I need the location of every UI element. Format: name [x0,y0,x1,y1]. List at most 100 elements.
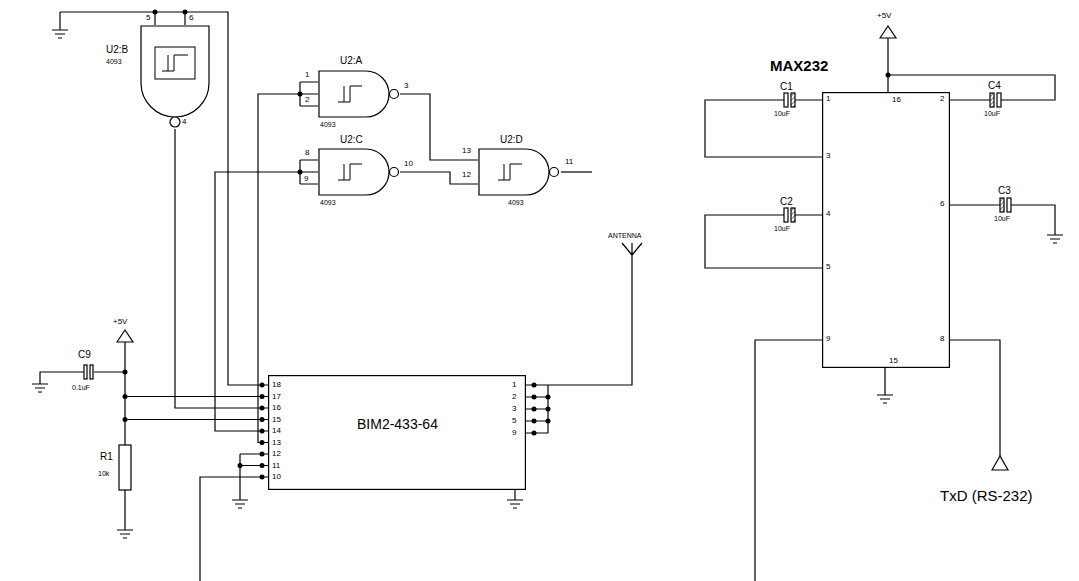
pin-number: 2 [512,393,516,401]
ground-symbol [232,500,248,508]
signal-name: TxD (RS-232) [940,488,1033,503]
part-name: MAX232 [770,58,828,73]
pin-number: 6 [189,14,193,22]
ic-box: MAX232 [822,92,950,368]
wire [175,129,268,408]
capacitor-symbol [90,365,93,379]
wire [40,372,125,384]
pin-number: 5 [146,14,150,22]
pin-number: 16 [272,404,281,412]
part-name: U2:D [500,135,523,145]
pin-number: 3 [404,82,408,90]
pin-number: 12 [272,450,281,458]
pin-number: 9 [304,175,308,183]
pin-number: 14 [272,427,281,435]
wire [200,477,268,581]
wire [400,94,478,160]
pin-number: 9 [512,429,516,437]
pin-number: 18 [272,381,281,389]
pin-number: 5 [512,417,516,425]
part-number: 4093 [320,121,336,128]
capacitor-symbol [84,365,87,379]
radio-module-outline [268,375,526,490]
pin-number: 11 [565,158,573,166]
pin-number: 9 [826,335,830,343]
pin-number: 1 [512,381,516,389]
capacitor-symbol [1007,198,1011,212]
nand-gate-outline [318,148,400,196]
nand-gate-outline [478,148,560,196]
component-value: 0.1uF [72,384,90,391]
pin-number: 12 [462,171,471,179]
ground-symbol [1047,235,1063,243]
capacitor-symbol [997,93,1001,107]
component-name: R1 [100,452,113,462]
pin-number: 13 [462,147,471,155]
port-symbol [992,456,1008,470]
ground-symbol [52,12,68,38]
part-name: BIM2-433-64 [357,417,438,431]
pin-number: 10 [404,160,413,168]
pin-number: 11 [272,462,280,470]
ground-symbol [507,490,523,508]
part-number: 4093 [508,199,524,206]
capacitor-symbol [791,93,795,107]
component-value: 10k [98,470,109,477]
pin-number: 8 [305,149,309,157]
pin-number: 13 [272,439,281,447]
resistor-symbol [119,445,131,490]
wire [526,255,632,433]
wire [755,340,822,581]
nand-gate: U2:C4093 [318,148,400,196]
wire [60,12,268,385]
supply-label: +5V [113,318,127,326]
pin-number: 15 [889,357,898,365]
component-name: C2 [780,197,793,207]
pin-number: 3 [512,405,516,413]
nand-gate-outline [318,70,400,118]
wire [400,172,478,184]
radio-module: BIM2-433-64 [268,375,526,490]
pin-number: 5 [826,263,830,271]
supply-symbol [880,26,896,38]
part-name: U2:C [340,135,363,145]
nand-gate: U2:D4093 [478,148,560,196]
pin-number: 3 [826,152,830,160]
wire [705,215,822,268]
wire [561,171,592,172]
wire [950,340,1000,456]
pin-number: 8 [940,335,944,343]
pin-number: 16 [892,96,901,104]
pin-number: 6 [940,200,944,208]
wire [705,100,822,157]
wire [155,12,185,25]
part-number: 4093 [106,58,122,65]
component-value: 10uF [994,215,1010,222]
pin-number: 4 [826,210,830,218]
pin-number: 2 [305,96,309,104]
supply-label: +5V [877,12,891,20]
part-name: U2:A [340,56,362,66]
supply-symbol [117,330,133,342]
signal-name: ANTENNA [608,232,641,239]
pin-number: 1 [826,95,830,103]
pin-number: 10 [272,473,281,481]
component-name: C4 [988,81,1001,91]
pin-number: 17 [272,393,281,401]
pin-number: 2 [940,95,944,103]
pin-number: 1 [305,71,309,79]
nand-gate-outline [140,25,210,129]
ground-symbol [877,368,893,403]
component-value: 10uF [774,110,790,117]
pin-number: 15 [272,416,281,424]
component-name: C3 [998,186,1011,196]
component-name: C1 [780,82,793,92]
antenna-symbol [622,243,642,255]
nand-gate: U2:A4093 [318,70,400,118]
wire [888,38,1055,100]
nand-gate: U2:B4093 [140,25,210,129]
capacitor-symbol [791,208,795,222]
ic-box-outline [822,92,950,368]
ground-symbol [117,530,133,538]
pin-number: 4 [182,118,186,126]
